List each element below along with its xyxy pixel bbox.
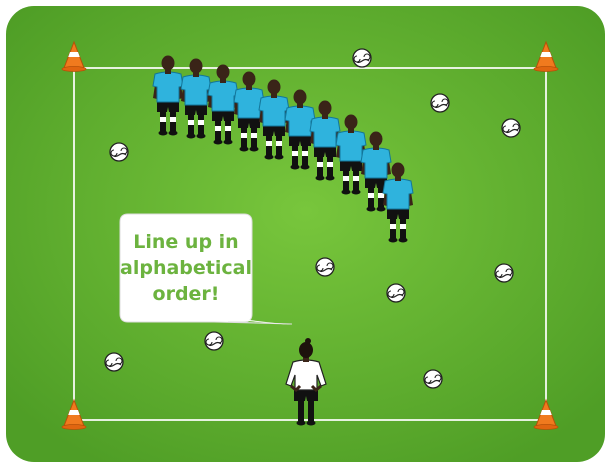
ball-icon	[430, 93, 450, 113]
bubble-line-1: Line up in	[133, 231, 238, 253]
ball-icon	[352, 48, 372, 68]
ball-icon	[109, 142, 129, 162]
pitch-grass	[6, 6, 605, 462]
coach-figure	[285, 338, 327, 426]
ball-icon	[494, 263, 514, 283]
ball-icon	[501, 118, 521, 138]
ball-icon	[104, 352, 124, 372]
ball-icon	[204, 331, 224, 351]
ball-icon	[386, 283, 406, 303]
speech-bubble: Line up in alphabetical order!	[119, 213, 293, 325]
bubble-line-3: order!	[153, 283, 220, 305]
bubble-line-2: alphabetical	[120, 257, 252, 279]
ball-icon	[315, 257, 335, 277]
ball-icon	[423, 369, 443, 389]
